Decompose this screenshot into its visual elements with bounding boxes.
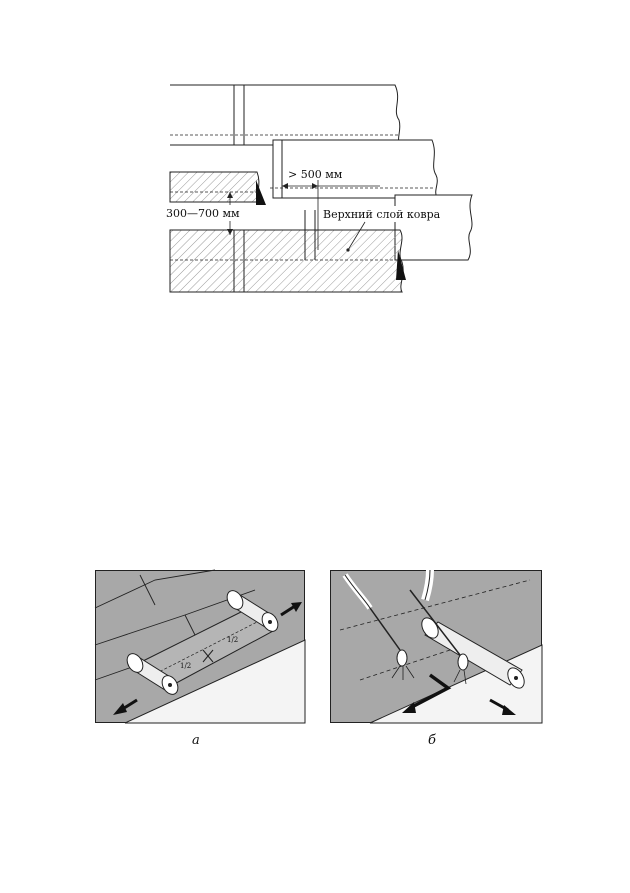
sheet-top	[170, 84, 401, 146]
arrow-left-down	[113, 698, 138, 715]
arrow-right-up	[280, 602, 302, 617]
hatched-block-lower	[169, 210, 406, 293]
figure-b-torch-welding	[330, 569, 543, 724]
layer-label: Верхний слой ковра	[323, 208, 441, 221]
roll-right	[226, 590, 279, 632]
dimension-horizontal-label: > 500 мм	[288, 168, 343, 181]
half-label-2: 1/2	[227, 636, 238, 644]
dimension-vertical-label: 300—700 мм	[166, 207, 240, 220]
arrow-right-down	[489, 698, 516, 715]
roll-heated	[421, 617, 525, 689]
figure-a-rolling: 1/2 1/2	[94, 569, 306, 724]
torch-left	[342, 573, 415, 680]
layer-overlap-diagram: > 500 мм 300—700 мм Верхний слой ковра	[166, 84, 473, 293]
caption-b: б	[428, 733, 436, 748]
torch-right	[409, 569, 469, 685]
layer-label-group: Верхний слой ковра	[320, 206, 448, 252]
roll-left	[126, 653, 179, 695]
dimension-vertical: 300—700 мм	[166, 192, 240, 235]
dimension-horizontal: > 500 мм	[282, 168, 380, 250]
caption-a: а	[192, 733, 200, 748]
half-label-1: 1/2	[180, 662, 191, 670]
hatched-block-upper	[169, 171, 266, 205]
sheet-bottom-right	[394, 194, 473, 261]
arrow-bent	[402, 673, 452, 713]
